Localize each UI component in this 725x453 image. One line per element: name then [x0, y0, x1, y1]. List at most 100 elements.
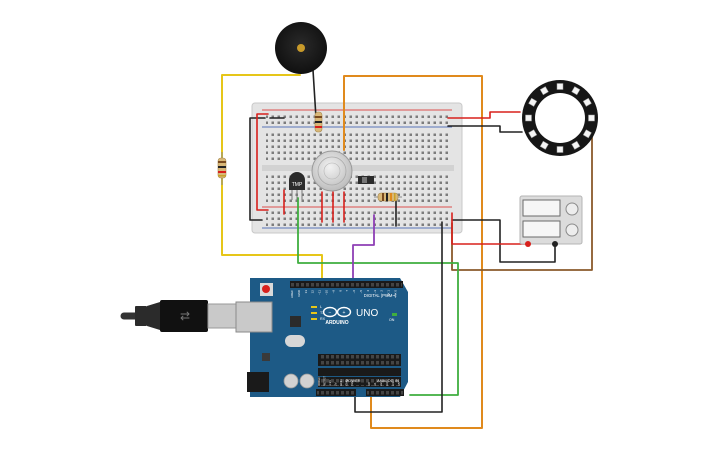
- pin-label: A4: [391, 382, 395, 386]
- svg-text:⇄: ⇄: [180, 309, 190, 323]
- pin-label: 3.3V: [328, 380, 332, 386]
- resistor-breadboard[interactable]: [374, 192, 402, 202]
- pin-label: 5V: [334, 382, 338, 386]
- resistor-yellow-wire[interactable]: [217, 152, 227, 185]
- analog-header-pins: [367, 390, 403, 395]
- regulator: [262, 353, 270, 361]
- current-knob[interactable]: [565, 223, 579, 237]
- socket-bottom-pins: [320, 378, 399, 386]
- piezo-buzzer[interactable]: [275, 22, 327, 74]
- ring-led: [528, 97, 538, 107]
- temperature-sensor[interactable]: TMP: [289, 172, 305, 200]
- pin-label: 8: [338, 290, 342, 292]
- wire-black-buzzer[interactable]: [312, 69, 317, 119]
- ring-led: [525, 114, 532, 122]
- logo-text: ARDUINO: [325, 320, 348, 326]
- pin-label: ~9: [331, 290, 335, 294]
- pin-label: GND: [345, 379, 349, 387]
- pin-label: TX 1: [387, 290, 391, 297]
- svg-text:−: −: [329, 310, 332, 316]
- power-rail-bottom[interactable]: [266, 210, 450, 226]
- wire-purple[interactable]: [352, 214, 375, 291]
- power-jack: [247, 372, 269, 392]
- buzzer-center: [297, 44, 305, 52]
- on-label: ON: [389, 318, 395, 322]
- power-label: POWER: [345, 378, 360, 383]
- pin-label: AREF: [290, 290, 294, 298]
- atmega-chip: [318, 368, 401, 376]
- pin-label: RESET: [323, 376, 327, 386]
- ring-led: [539, 86, 549, 96]
- current-display: [522, 220, 561, 238]
- voltage-knob[interactable]: [565, 202, 579, 216]
- led-rx: [311, 318, 317, 320]
- slide-switch[interactable]: [358, 176, 374, 184]
- analog-label: ANALOG IN: [377, 378, 399, 383]
- ring-led: [528, 129, 538, 139]
- led-tx: [311, 312, 317, 314]
- rx-label: RX: [320, 317, 326, 321]
- ring-led: [556, 146, 564, 153]
- wire-red-supply[interactable]: [451, 212, 529, 245]
- pin-label: ~6: [352, 290, 356, 294]
- ring-leds: [525, 83, 595, 153]
- neopixel-ring-12[interactable]: [522, 80, 598, 156]
- svg-text:+: +: [343, 310, 346, 316]
- arduino-logo: − + ARDUINO: [322, 306, 352, 326]
- pin-label: ~5: [359, 290, 363, 294]
- pin-label: IOREF: [317, 377, 321, 386]
- usb-plug[interactable]: [160, 300, 208, 332]
- negative-terminal[interactable]: [552, 241, 558, 247]
- ring-led: [571, 140, 581, 150]
- capacitor-2: [299, 373, 315, 389]
- terminal-strip-top[interactable]: [266, 133, 450, 163]
- power-rail-top[interactable]: [266, 112, 450, 126]
- usb-cable: ⇄: [120, 300, 237, 332]
- tx-label: TX: [320, 311, 325, 315]
- wire-red-left[interactable]: [256, 113, 269, 211]
- ring-led: [582, 97, 592, 107]
- pin-label: GND: [297, 289, 301, 297]
- reset-button[interactable]: [262, 285, 270, 293]
- pin-label: ~11: [318, 290, 322, 295]
- pin-label: A1: [373, 382, 377, 386]
- ring-led: [539, 140, 549, 150]
- center-channel: [262, 165, 454, 171]
- wire-black-arduino-gnd[interactable]: [354, 221, 443, 413]
- pin-label: Vin: [350, 381, 354, 386]
- l-label: L: [320, 305, 322, 309]
- model-label: UNO: [356, 308, 378, 319]
- wire-black-ring[interactable]: [447, 125, 523, 133]
- ring-led: [571, 86, 581, 96]
- ring-led: [588, 114, 595, 122]
- pin-label: 2: [380, 290, 384, 292]
- positive-terminal[interactable]: [525, 241, 531, 247]
- led-on: [392, 313, 397, 316]
- digital-header-pins: [291, 282, 402, 287]
- pin-label: A3: [385, 382, 389, 386]
- wire-black-supply[interactable]: [451, 219, 556, 263]
- resistor-buzzer[interactable]: [314, 111, 323, 133]
- dc-power-supply[interactable]: [519, 195, 583, 247]
- wires: [221, 69, 593, 429]
- pin-label: A2: [379, 382, 383, 386]
- crystal: [285, 335, 305, 347]
- wire-orange[interactable]: [343, 75, 483, 429]
- pin-label: 13: [304, 290, 308, 294]
- pin-label: A0: [367, 382, 371, 386]
- gas-sensor[interactable]: [311, 150, 353, 192]
- power-header-pins: [317, 390, 355, 395]
- digital-label: DIGITAL (PWM~): [364, 293, 397, 298]
- usb-port: [235, 301, 273, 333]
- ring-led: [582, 129, 592, 139]
- wire-red-ring[interactable]: [447, 111, 521, 119]
- led-l: [311, 306, 317, 308]
- pin-label: ~10: [325, 290, 329, 295]
- wire-yellow[interactable]: [221, 74, 323, 291]
- pin-label: A5: [397, 382, 401, 386]
